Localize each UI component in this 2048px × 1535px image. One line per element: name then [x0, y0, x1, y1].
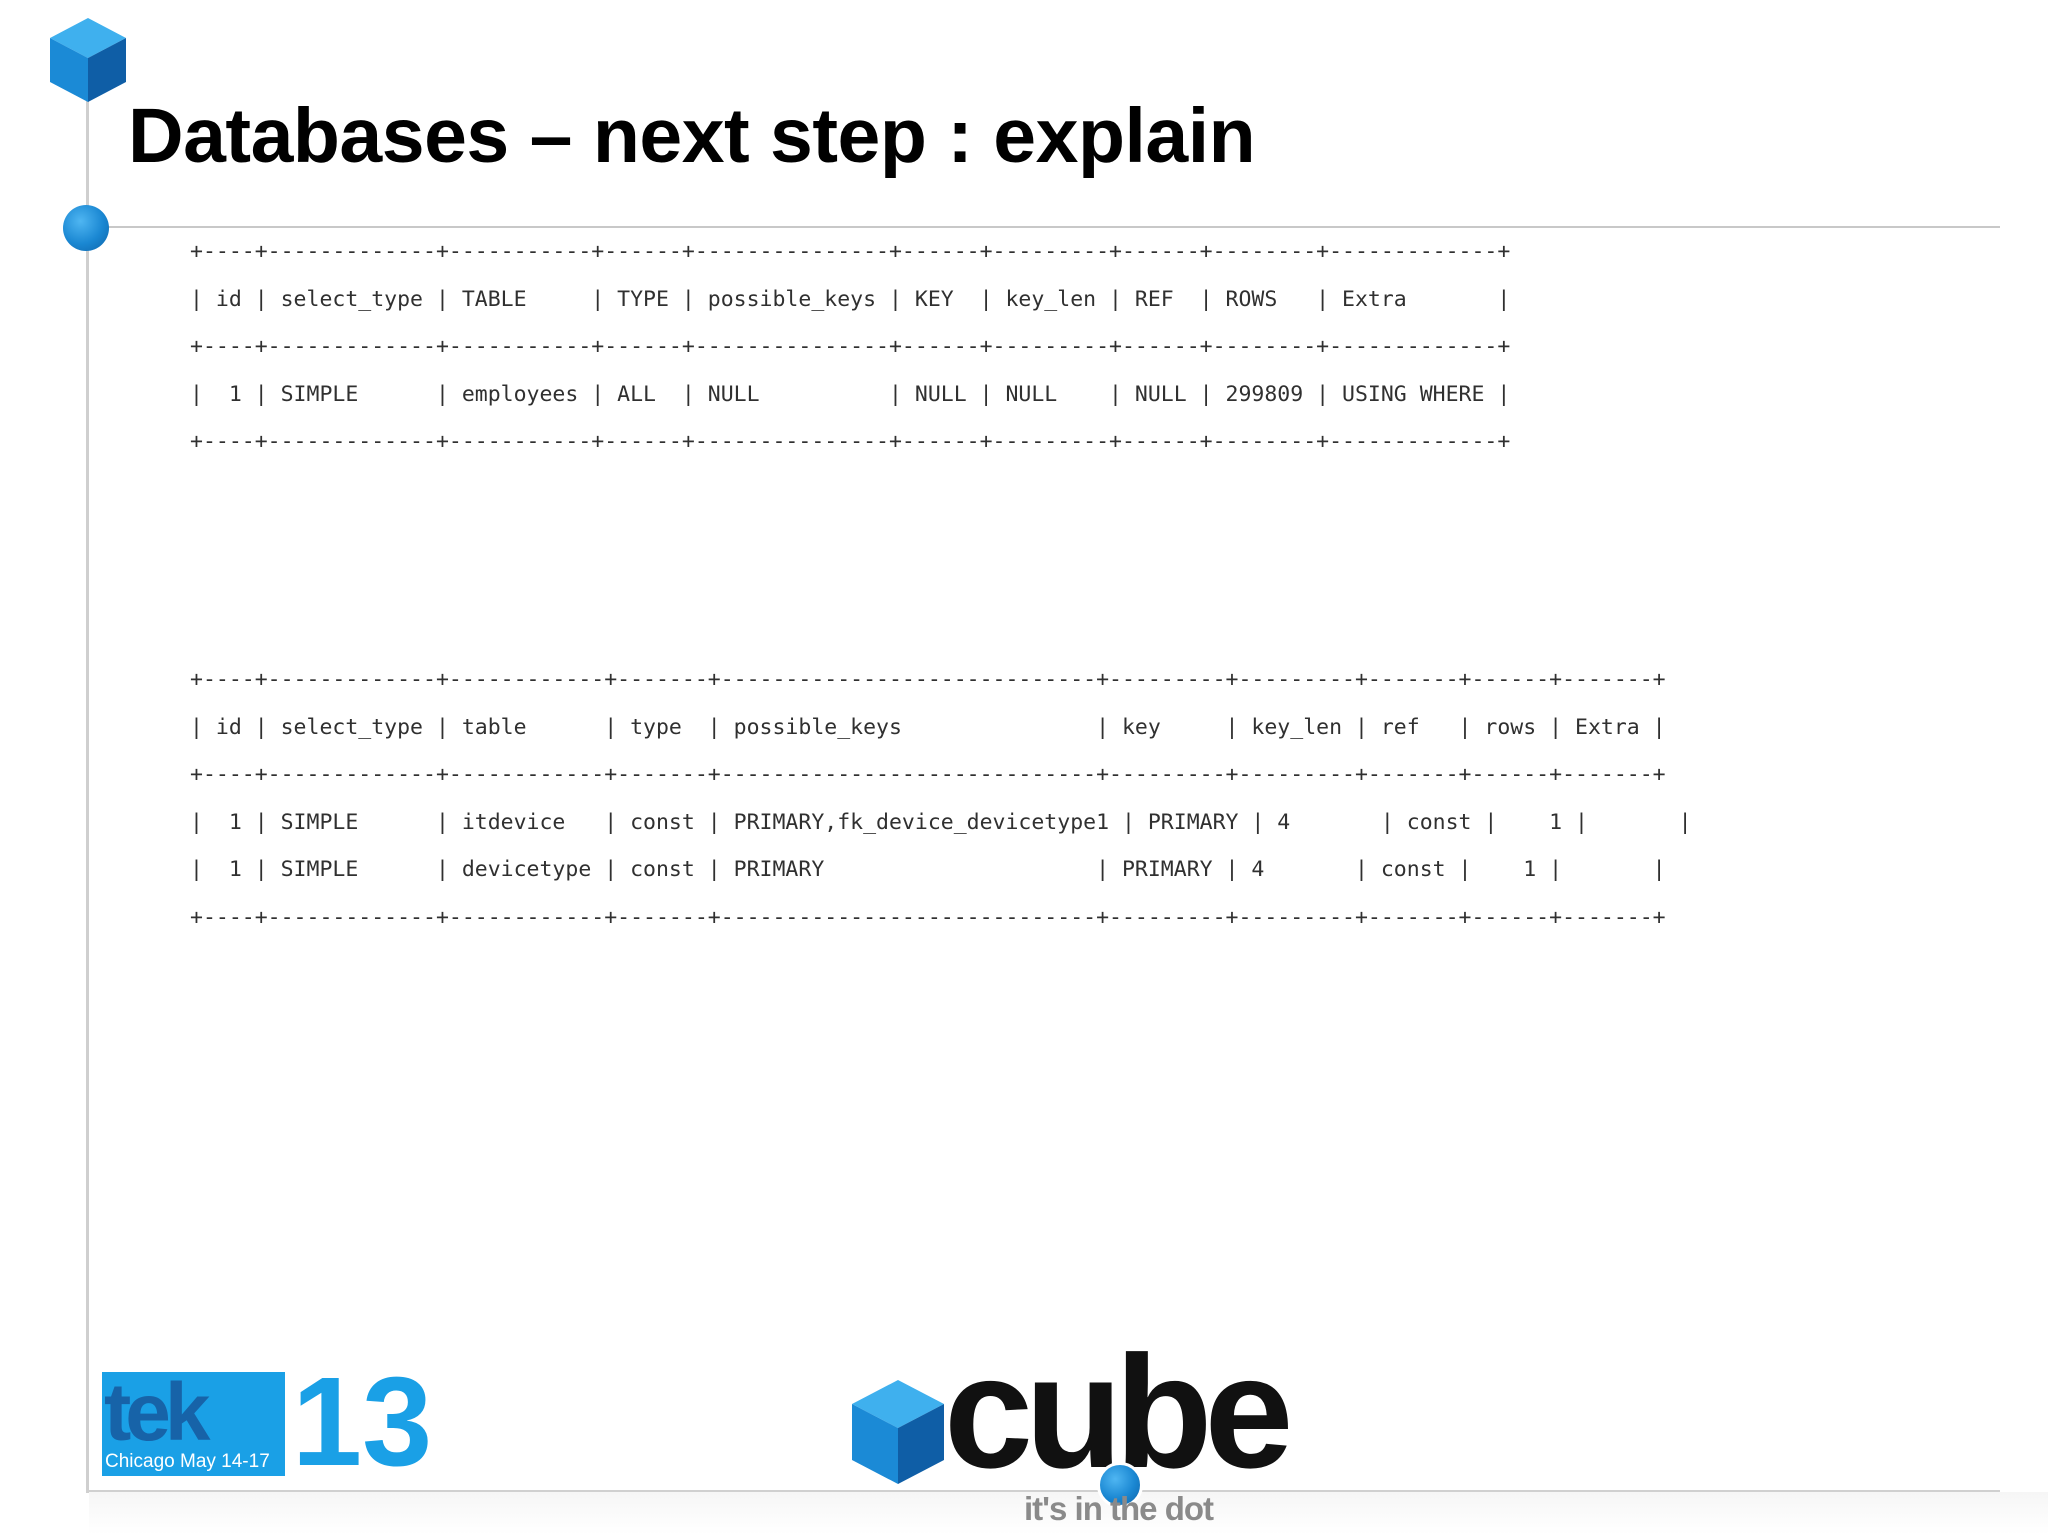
table-border: +----+-------------+-----------+------+-…	[190, 239, 1511, 264]
cube-corner-icon	[50, 18, 126, 102]
table-border: +----+-------------+------------+-------…	[190, 904, 1666, 930]
tek-logo-word: tek	[104, 1367, 210, 1458]
footer-band	[89, 1492, 2048, 1535]
tek-logo-city-dates: Chicago May 14-17	[105, 1451, 270, 1472]
table-row: | 1 | SIMPLE | devicetype | const | PRIM…	[190, 857, 1666, 883]
table-border: +----+-------------+------------+-------…	[190, 762, 1666, 788]
cube-logo-dot	[1097, 1462, 1143, 1508]
tek-logo-number: 13	[292, 1351, 433, 1492]
table-border: +----+-------------+-----------+------+-…	[190, 429, 1511, 455]
explain-output-itdevice: +----+-------------+------------+-------…	[190, 656, 1692, 942]
table-border: +----+-------------+------------+-------…	[190, 667, 1666, 692]
tek13-logo: tek Chicago May 14-17 13	[102, 1359, 432, 1485]
cube-logo-tagline: it's in the dot	[1024, 1490, 1214, 1527]
explain-output-employees: +----+-------------+-----------+------+-…	[190, 228, 1510, 466]
slide-title: Databases – next step : explain	[128, 93, 1256, 179]
cube-logo-icon	[852, 1380, 944, 1484]
slide-vertical-rule	[86, 95, 89, 1493]
title-divider	[86, 226, 2000, 228]
cube-logo: cube it's in the dot	[852, 1332, 1312, 1535]
table-row: | 1 | SIMPLE | employees | ALL | NULL | …	[190, 381, 1511, 407]
table-header-row: | id | select_type | TABLE | TYPE | poss…	[190, 286, 1511, 312]
footer-divider	[86, 1490, 2000, 1492]
table-header-row: | id | select_type | table | type | poss…	[190, 714, 1666, 740]
title-bullet-dot	[63, 205, 109, 251]
table-row: | 1 | SIMPLE | itdevice | const | PRIMAR…	[190, 809, 1692, 835]
table-border: +----+-------------+-----------+------+-…	[190, 334, 1511, 360]
tek-logo-box: tek Chicago May 14-17	[102, 1372, 285, 1476]
